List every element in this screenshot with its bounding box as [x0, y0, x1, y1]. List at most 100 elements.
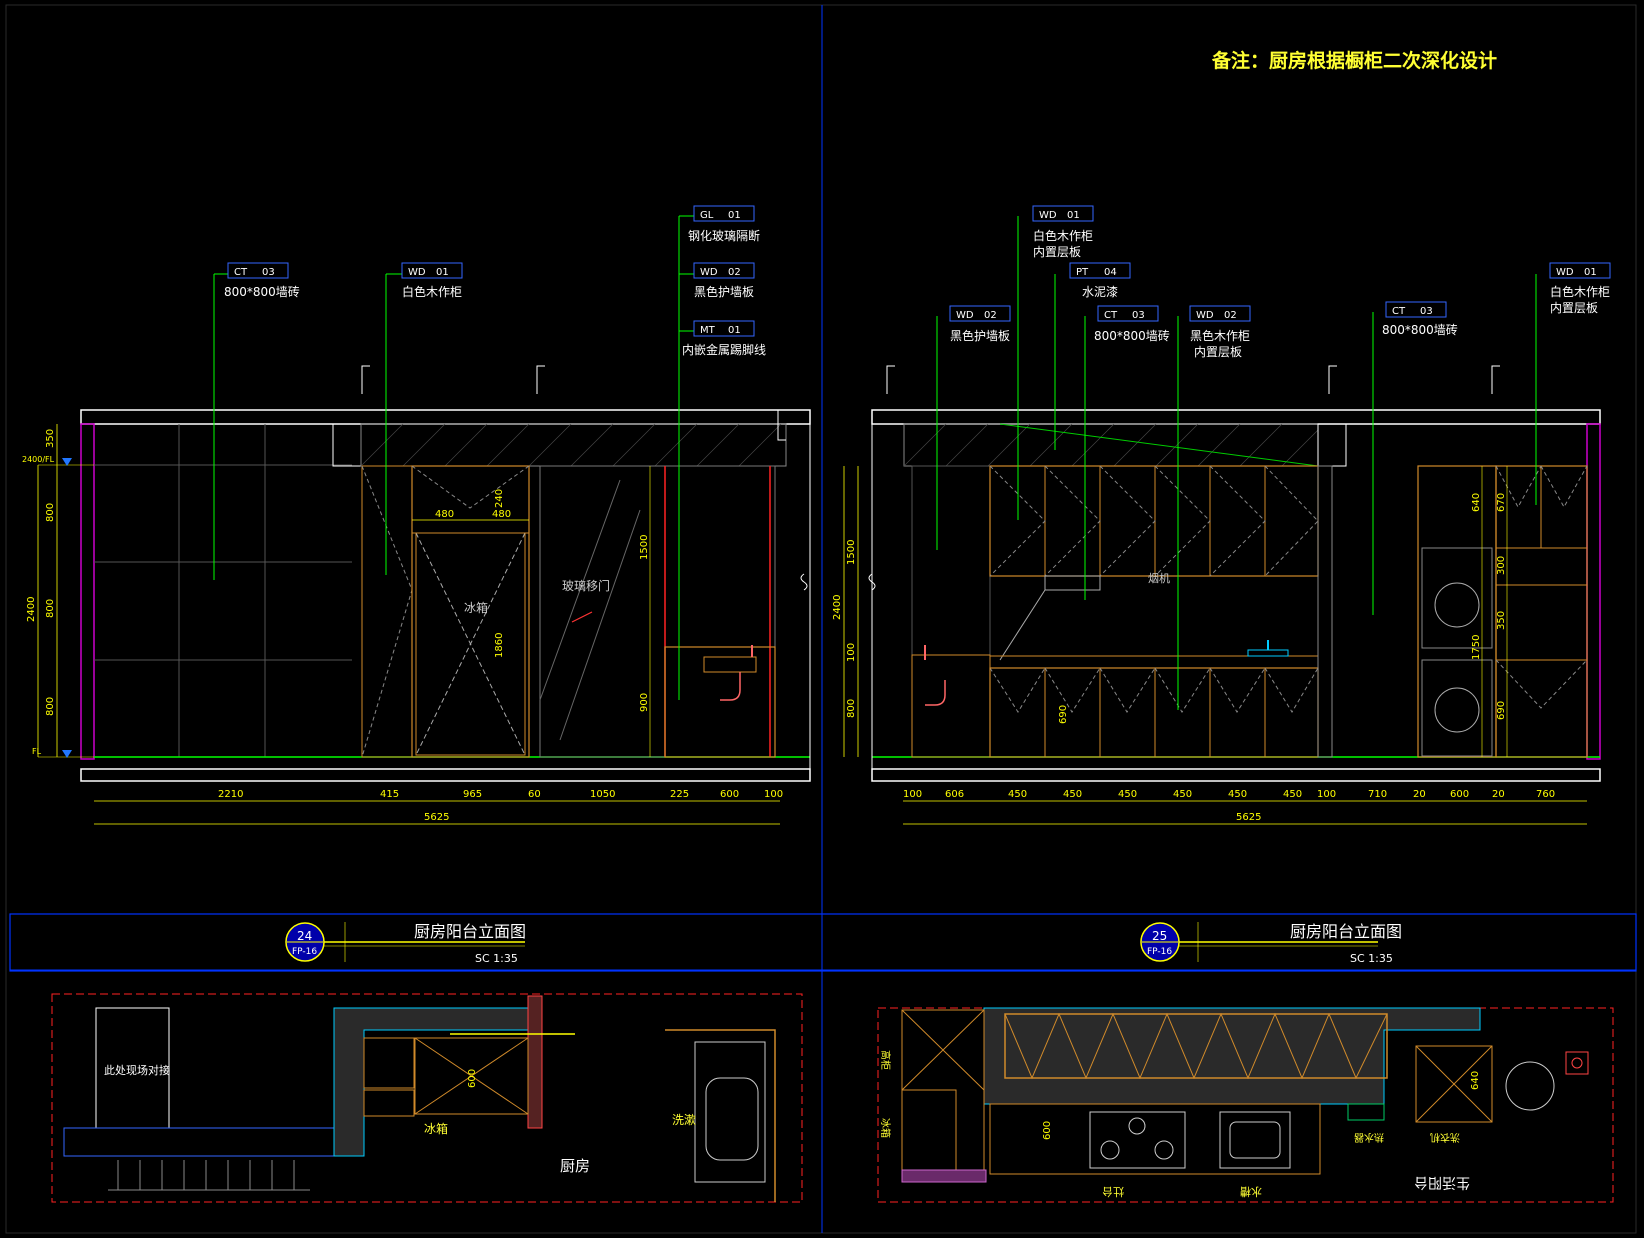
bdim-right-9: 710: [1368, 789, 1387, 800]
bdim-left-5: 225: [670, 789, 689, 800]
tag-desc-r5: 800*800墙砖: [1382, 322, 1458, 337]
tag-box-r3: [1097, 305, 1159, 322]
vdim-right-1: 2400: [832, 595, 843, 620]
tag-desc-l1: 白色木作柜: [402, 284, 462, 299]
level-label-top: 2400/FL: [22, 455, 55, 464]
tag-desc-r3: 800*800墙砖: [1094, 328, 1170, 343]
left-plan: 此处现场对接 600 冰箱 厨房 洗漱: [51, 993, 803, 1203]
glass-door: [539, 465, 776, 758]
burner-3: [1128, 1117, 1146, 1135]
pipe-drop-6: [886, 365, 895, 394]
vdim-right-2: 100: [846, 643, 857, 662]
title-right-num: 25: [1152, 929, 1167, 943]
tag-desc-l0: 800*800墙砖: [224, 284, 300, 299]
vdim-right-0: 1500: [846, 540, 857, 565]
sink-plan: [1219, 1111, 1291, 1169]
tag-desc-r1: 水泥漆: [1082, 285, 1118, 299]
break-line-left: [800, 573, 808, 591]
design-note: 备注：厨房根据橱柜二次深化设计: [1211, 49, 1497, 72]
tag-num-l0: 03: [262, 267, 275, 278]
fridge-plan: [414, 1037, 529, 1115]
left-inner-dims: 480 480 240 1500 1860 900: [412, 466, 651, 757]
tag-num-r1: 04: [1104, 267, 1117, 278]
plan-right-dim-640: 640: [1470, 1071, 1481, 1090]
dryer-drum: [1434, 582, 1480, 628]
upper-cabinet-swings: [989, 465, 1319, 577]
bdim-left-3: 60: [528, 789, 541, 800]
counter-plan: [989, 1103, 1321, 1175]
tag-num-r0: 01: [1067, 210, 1080, 221]
basin-cabinet: [664, 646, 776, 758]
wash-label: 洗漱: [672, 1113, 696, 1127]
bdim-right-8: 100: [1317, 789, 1336, 800]
washer-drum: [1434, 687, 1480, 733]
sink-bowl: [1229, 1121, 1281, 1159]
upper-door-swing: [411, 465, 530, 509]
bdim-right-total: 5625: [1236, 812, 1261, 823]
idim-left-2: 240: [494, 489, 505, 508]
left-vertical-dims: 2400/FL FL 350 800 800 800 2400: [22, 424, 94, 758]
bdim-left-1: 415: [380, 789, 399, 800]
bdim-left-7: 100: [764, 789, 783, 800]
title-left: 24 FP-16 厨房阳台立面图 SC 1:35: [285, 922, 526, 965]
title-band: [9, 913, 1637, 972]
bdim-right-10: 20: [1413, 789, 1426, 800]
wash-counter: [665, 1029, 776, 1202]
tag-num-l1: 01: [436, 267, 449, 278]
vdim-left-3: 800: [45, 697, 56, 716]
left-wall: [80, 423, 95, 760]
fridge-label: 冰箱: [464, 600, 488, 615]
tag-code-r1: PT: [1076, 267, 1089, 278]
plan-side-cabinet: [363, 1037, 415, 1089]
tag-num-r3: 03: [1132, 310, 1145, 321]
bdim-left-0: 2210: [218, 789, 243, 800]
left-tile-grid: [94, 424, 352, 757]
bdim-right-13: 760: [1536, 789, 1555, 800]
tag-desc2-r0: 内置层板: [1033, 245, 1081, 259]
dryer-unit: [1421, 547, 1493, 649]
tag-box-l0: [227, 262, 289, 279]
tag-code-r2: WD: [956, 310, 974, 321]
tag-box-r5: [1385, 301, 1447, 318]
drying-rack: [108, 1160, 310, 1191]
kitchen-label: 厨房: [560, 1157, 590, 1175]
upper-cabinet-plan: [1004, 1013, 1388, 1079]
tag-box-l3: [693, 262, 755, 279]
bdim-left-2: 965: [463, 789, 482, 800]
idim-left-0: 480: [435, 509, 454, 520]
idim-left-5: 900: [639, 693, 650, 712]
wash-basin: [705, 1077, 759, 1161]
drain-hole: [1571, 1057, 1583, 1069]
plan-dim-600: 600: [467, 1069, 478, 1088]
tall-cabinet-swings: [1495, 465, 1588, 709]
plan-drawer: [363, 1089, 415, 1117]
drain-box: [1565, 1051, 1589, 1075]
soffit-slope: [999, 423, 1319, 467]
heater-plan: [1347, 1103, 1385, 1121]
bdim-right-0: 100: [903, 789, 922, 800]
right-elevation: 烟机: [868, 365, 1601, 782]
right-plan: 高柜 冰箱 600 灶台 水槽 640 热水器 洗衣机 生活阳台: [877, 1007, 1614, 1203]
left-plan-column: [527, 995, 543, 1129]
tag-box-r4: [1189, 305, 1251, 322]
drain-pipe: [720, 672, 741, 701]
sheet-border: [5, 4, 1637, 1234]
plan-right-dim-600: 600: [1042, 1121, 1053, 1140]
hood-label: 烟机: [1148, 571, 1170, 585]
tag-desc2-r6: 内置层板: [1550, 301, 1598, 315]
level-marker-bottom: [62, 750, 72, 758]
left-plan-boundary: [51, 993, 803, 1203]
tag-box-l4: [693, 320, 755, 337]
bdim-right-12: 20: [1492, 789, 1505, 800]
tag-box-l1: [401, 262, 463, 279]
balcony-label: 生活阳台: [1414, 1174, 1470, 1190]
tag-box-r2: [949, 305, 1011, 322]
level-marker-top: [62, 458, 72, 466]
tag-code-l1: WD: [408, 267, 426, 278]
right-basin-cabinet: [911, 654, 991, 758]
title-right-name: 厨房阳台立面图: [1290, 922, 1402, 941]
title-left-scale: SC 1:35: [475, 952, 518, 965]
vdim-left-1: 800: [45, 503, 56, 522]
washer-label: 洗衣机: [1430, 1131, 1460, 1144]
tag-num-r6: 01: [1584, 267, 1597, 278]
